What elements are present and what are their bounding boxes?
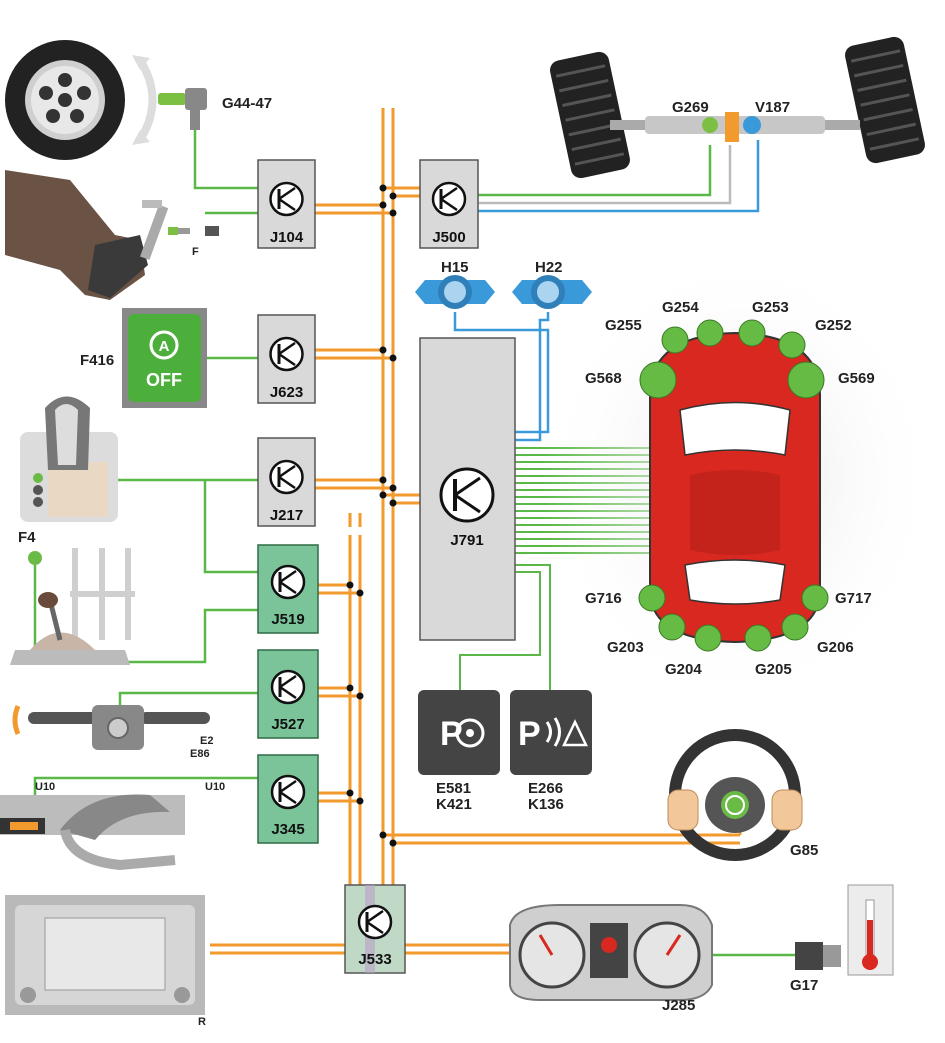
g205-label: G205 — [755, 661, 792, 678]
e266-label: E266 — [528, 780, 563, 797]
r-label: R — [198, 1016, 206, 1028]
e581-label: E581 — [436, 780, 471, 797]
g254-label: G254 — [662, 299, 699, 316]
towing-hitch-illustration — [0, 794, 185, 871]
j519-label: J519 — [271, 611, 304, 628]
j527-label: J527 — [271, 716, 304, 733]
ecu-j533: J533 — [344, 884, 406, 974]
g568-label: G568 — [585, 370, 622, 387]
steering-column-switch-illustration — [12, 705, 210, 750]
e86-label: E86 — [190, 748, 210, 760]
g255-label: G255 — [605, 317, 642, 334]
g716-label: G716 — [585, 590, 622, 607]
k421-label: K421 — [436, 796, 472, 813]
park-assist-button-icon: P — [418, 690, 500, 775]
steering-wheel-illustration — [667, 729, 803, 861]
f-label: F — [192, 246, 199, 258]
u10-right-label: U10 — [205, 781, 225, 793]
g252-label: G252 — [815, 317, 852, 334]
steering-rack-illustration — [550, 36, 925, 179]
ecu-j500: J500 — [419, 159, 479, 249]
v187-label: V187 — [755, 99, 790, 116]
auto-hold-off-button-icon: A OFF — [122, 308, 207, 408]
g204-label: G204 — [665, 661, 702, 678]
g206-label: G206 — [817, 639, 854, 656]
ecu-j104: J104 — [257, 159, 316, 249]
h15-buzzer-icon — [415, 275, 495, 309]
instrument-cluster-illustration — [509, 904, 713, 1001]
temperature-sensor-icon — [795, 884, 894, 976]
ecu-j791: J791 — [419, 337, 516, 641]
j500-label: J500 — [432, 229, 465, 246]
j285-label: J285 — [662, 997, 695, 1014]
wheel-speed-sensor-icon — [158, 88, 207, 130]
g253-label: G253 — [752, 299, 789, 316]
e2-label: E2 — [200, 735, 213, 747]
brake-pedal-illustration — [5, 170, 169, 300]
bus-dash-breaks — [347, 100, 396, 535]
g717-label: G717 — [835, 590, 872, 607]
car-sensor-area — [540, 250, 940, 710]
h-sensor-wires — [453, 312, 550, 442]
svg-text:P: P — [518, 715, 541, 753]
h15-label: H15 — [441, 259, 469, 276]
wheel-illustration — [5, 40, 157, 160]
bus-junction-dots — [346, 184, 397, 847]
g17-label: G17 — [790, 977, 818, 994]
f4-label: F4 — [18, 529, 36, 546]
svg-text:OFF: OFF — [146, 370, 182, 390]
steering-wires — [478, 140, 760, 213]
j791-label: J791 — [450, 532, 483, 549]
u10-left-label: U10 — [35, 781, 55, 793]
auto-gear-selector-illustration — [20, 396, 118, 522]
manual-gearshift-illustration — [10, 548, 135, 665]
f416-label: F416 — [80, 352, 114, 369]
ecu-j519: J519 — [257, 544, 319, 634]
ecu-j527: J527 — [257, 649, 319, 739]
ecu-j623: J623 — [257, 314, 316, 404]
radio-unit-illustration — [5, 895, 205, 1015]
k136-label: K136 — [528, 796, 564, 813]
brake-switch-icon — [168, 226, 219, 236]
svg-text:P: P — [440, 715, 463, 753]
j623-label: J623 — [270, 384, 303, 401]
ecu-j345: J345 — [257, 754, 319, 844]
svg-text:A: A — [159, 338, 170, 355]
g569-label: G569 — [838, 370, 875, 387]
parking-sensors — [638, 319, 829, 652]
g85-label: G85 — [790, 842, 818, 859]
parking-aid-button-icon: P — [510, 690, 592, 775]
j104-label: J104 — [270, 229, 304, 246]
g203-label: G203 — [607, 639, 644, 656]
h22-buzzer-icon — [512, 275, 592, 309]
j533-label: J533 — [358, 951, 391, 968]
h22-label: H22 — [535, 259, 563, 276]
g269-label: G269 — [672, 99, 709, 116]
j217-label: J217 — [270, 507, 303, 524]
g44-47-label: G44-47 — [222, 95, 272, 112]
ecu-j217: J217 — [257, 437, 316, 527]
j345-label: J345 — [271, 821, 304, 838]
